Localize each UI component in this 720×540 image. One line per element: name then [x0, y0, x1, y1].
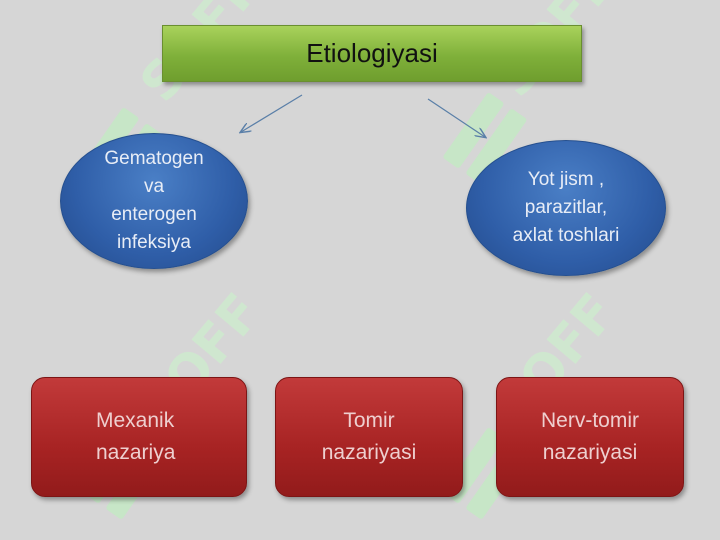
cause-label: Gematogen va enterogen infeksiya [104, 148, 204, 253]
cause-label: Yot jism , parazitlar, axlat toshlari [512, 169, 620, 246]
arrow-right [427, 98, 485, 137]
title-label: Etiologiyasi [306, 38, 438, 68]
theory-label: Tomir nazariyasi [321, 409, 417, 464]
theory-box-mechanical: Mexanik nazariya [31, 377, 247, 497]
theory-label: Nerv-tomir nazariyasi [541, 409, 639, 464]
theory-box-vascular: Tomir nazariyasi [275, 377, 463, 497]
arrow-left [241, 94, 303, 132]
cause-ellipse-foreign-body: Yot jism , parazitlar, axlat toshlari [466, 140, 666, 276]
theory-box-neurovascular: Nerv-tomir nazariyasi [496, 377, 684, 497]
theory-label: Mexanik nazariya [96, 409, 176, 464]
cause-ellipse-infection: Gematogen va enterogen infeksiya [60, 133, 248, 269]
title-box: Etiologiyasi [162, 25, 582, 82]
